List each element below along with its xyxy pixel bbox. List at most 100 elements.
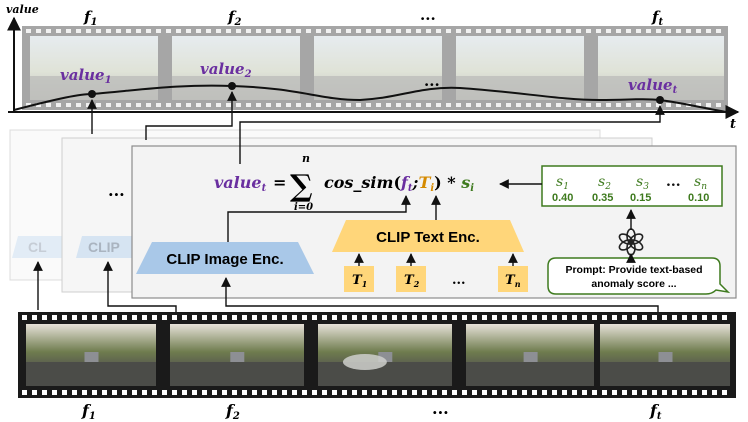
- curve-point-2: [228, 82, 236, 90]
- sprocket-hole: [702, 390, 707, 395]
- curve-point-t: [656, 96, 664, 104]
- vehicle: [378, 352, 393, 362]
- sprocket-hole: [92, 390, 97, 395]
- sprocket-hole: [542, 390, 547, 395]
- sprocket-hole: [162, 390, 167, 395]
- sprocket-hole: [192, 315, 197, 320]
- sprocket-hole: [722, 315, 727, 320]
- sprocket-hole: [602, 315, 607, 320]
- sprocket-hole: [262, 315, 267, 320]
- bottom-strip-frames: [26, 324, 730, 386]
- sprocket-hole: [442, 390, 447, 395]
- sprocket-hole: [112, 315, 117, 320]
- sprocket-hole: [522, 390, 527, 395]
- sprocket-hole: [382, 315, 387, 320]
- sprocket-hole: [662, 315, 667, 320]
- sprocket-hole: [322, 390, 327, 395]
- sprocket-hole: [402, 390, 407, 395]
- sprocket-hole: [672, 315, 677, 320]
- sprocket-hole: [382, 390, 387, 395]
- token-ellipsis: ...: [452, 273, 466, 288]
- token-box-1: [344, 266, 374, 292]
- sprocket-hole: [642, 315, 647, 320]
- sprocket-hole: [492, 315, 497, 320]
- sprocket-hole: [292, 390, 297, 395]
- top-frame-label-t: ft: [651, 8, 663, 28]
- sprocket-hole: [182, 390, 187, 395]
- sprocket-hole: [42, 390, 47, 395]
- formula-lhs: valuet: [214, 173, 267, 194]
- sprocket-hole: [172, 390, 177, 395]
- sprocket-hole: [322, 315, 327, 320]
- sprocket-hole: [52, 315, 57, 320]
- sprocket-hole: [272, 315, 277, 320]
- sprocket-hole: [52, 390, 57, 395]
- sprocket-hole: [602, 390, 607, 395]
- bottom-frame-label-t: ft: [649, 401, 662, 422]
- sprocket-hole: [632, 315, 637, 320]
- score-box: s1 s2 s3 ... sn 0.40 0.35 0.15 0.10: [541, 165, 723, 207]
- sprocket-hole: [132, 315, 137, 320]
- sprocket-hole: [422, 315, 427, 320]
- ghost-encoder-label-1: CL: [28, 239, 47, 255]
- sprocket-hole: [412, 315, 417, 320]
- sprocket-hole: [232, 390, 237, 395]
- sprocket-hole: [82, 315, 87, 320]
- bottom-frame-label-ellipsis: ...: [432, 399, 449, 418]
- sprocket-hole: [62, 315, 67, 320]
- bottom-film-strip: [18, 312, 736, 398]
- sprocket-hole: [162, 315, 167, 320]
- value-label-t: valuet: [628, 76, 678, 96]
- sprocket-hole: [112, 390, 117, 395]
- score-value-3: 0.15: [630, 192, 651, 204]
- clip-text-encoder: CLIP Text Enc.: [332, 220, 524, 252]
- sprocket-hole: [452, 315, 457, 320]
- bottom-frame-labels: f1 f2 ... ft: [81, 399, 662, 422]
- value-label-2: value2: [200, 60, 252, 80]
- sprocket-hole: [662, 390, 667, 395]
- sprocket-hole: [152, 315, 157, 320]
- sprocket-hole: [592, 315, 597, 320]
- sprocket-hole: [32, 390, 37, 395]
- sprocket-hole: [722, 390, 727, 395]
- sprocket-hole: [362, 315, 367, 320]
- sprocket-hole: [582, 315, 587, 320]
- sprocket-hole: [222, 315, 227, 320]
- sprocket-hole: [362, 390, 367, 395]
- prompt-line-1: Prompt: Provide text-based: [565, 264, 702, 276]
- clip-image-encoder: CLIP Image Enc.: [136, 242, 314, 274]
- sprocket-hole: [332, 390, 337, 395]
- sprocket-hole: [612, 315, 617, 320]
- sprocket-hole: [572, 315, 577, 320]
- token-label-n: Tn: [505, 273, 521, 289]
- sprocket-hole: [212, 390, 217, 395]
- score-label-3: s3: [636, 174, 649, 192]
- top-frame-label-2: f2: [227, 8, 241, 28]
- sprocket-hole: [82, 390, 87, 395]
- sprocket-hole: [532, 315, 537, 320]
- sprocket-hole: [252, 390, 257, 395]
- sprocket-hole: [672, 390, 677, 395]
- sprocket-hole: [32, 315, 37, 320]
- bottom-frame-label-1: f1: [81, 401, 96, 422]
- top-frame-labels: f1 f2 ... ft: [83, 6, 663, 28]
- sprocket-hole: [532, 390, 537, 395]
- sprocket-hole: [122, 390, 127, 395]
- sprocket-hole: [562, 390, 567, 395]
- sprocket-hole: [712, 390, 717, 395]
- sprocket-hole: [182, 315, 187, 320]
- score-label-n: sn: [694, 174, 707, 192]
- sprocket-hole: [72, 315, 77, 320]
- vehicle: [84, 352, 99, 362]
- sprocket-hole: [682, 315, 687, 320]
- sprocket-hole: [62, 390, 67, 395]
- sprocket-hole: [122, 315, 127, 320]
- sprocket-hole: [202, 315, 207, 320]
- formula-equals: =: [273, 173, 286, 192]
- prompt-bubble: Prompt: Provide text-based anomaly score…: [547, 257, 731, 295]
- sprocket-hole: [522, 315, 527, 320]
- sprocket-hole: [292, 315, 297, 320]
- sprocket-hole: [282, 390, 287, 395]
- vehicle: [230, 352, 245, 362]
